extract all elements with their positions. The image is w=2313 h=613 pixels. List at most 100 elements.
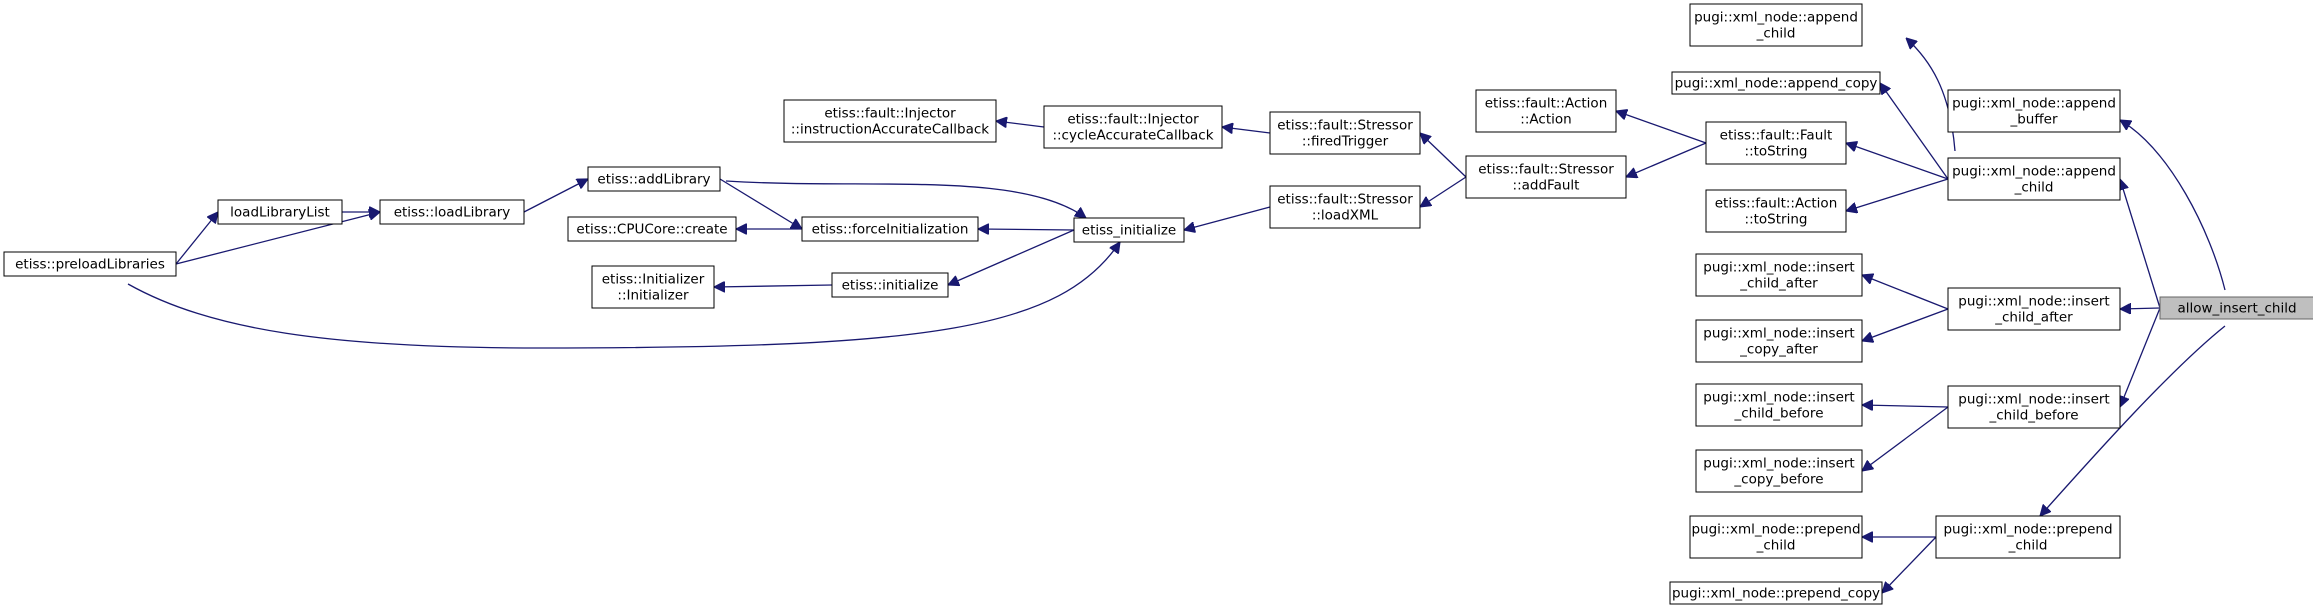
node-label-line: etiss_initialize <box>1082 223 1176 239</box>
edge-initializer-to-etiss-init <box>714 285 833 287</box>
node-prepend-child[interactable]: pugi::xml_node::prepend_child <box>1935 515 2121 559</box>
edge-addlibrary-to-loadlibrary <box>523 178 588 213</box>
node-append-buffer[interactable]: pugi::xml_node::append_buffer <box>1947 89 2121 133</box>
node-label-line: etiss::fault::Stressor <box>1277 192 1413 208</box>
node-box <box>1689 3 1863 47</box>
node-label-line: etiss::forceInitialization <box>812 222 969 238</box>
node-label-line: ::cycleAccurateCallback <box>1052 128 1213 144</box>
node-action-tostring[interactable]: etiss::fault::Action::toString <box>1705 189 1847 233</box>
node-label-line: pugi::xml_node::insert <box>1703 260 1854 276</box>
node-firedtrigger[interactable]: etiss::fault::Stressor::firedTrigger <box>1269 111 1421 155</box>
edge-etiss-initialize-to-loadxml <box>1184 206 1271 230</box>
node-label-line: _child_before <box>1989 408 2079 424</box>
node-label-line: pugi::xml_node::append <box>1952 164 2116 180</box>
node-label-line: loadLibraryList <box>230 205 330 221</box>
node-label-line: _child <box>2008 538 2048 554</box>
nodes-layer: allow_insert_child pugi::xml_node::append… <box>3 3 2313 605</box>
node-insert-copy-before[interactable]: pugi::xml_node::insert_copy_before <box>1695 449 1863 493</box>
node-instracc[interactable]: etiss::fault::Injector::instructionAccur… <box>783 99 997 143</box>
node-prepend-child-l[interactable]: pugi::xml_node::prepend_child <box>1689 515 1863 559</box>
node-etiss-initialize[interactable]: etiss_initialize <box>1073 217 1185 243</box>
node-box <box>1475 89 1617 133</box>
node-append-child-l[interactable]: pugi::xml_node::append_child <box>1689 3 1863 47</box>
edge-insert-child-after-l-to-insert-child-after <box>1862 275 1949 310</box>
node-label-line: etiss::loadLibrary <box>394 205 511 221</box>
node-allow-insert-child[interactable]: allow_insert_child <box>2159 296 2313 320</box>
node-label-line: pugi::xml_node::insert <box>1703 390 1854 406</box>
node-box <box>783 99 997 143</box>
edge-append-copy-to-append-child <box>1880 83 1949 180</box>
node-preloadlibraries[interactable]: etiss::preloadLibraries <box>3 251 177 277</box>
node-label-line: ::toString <box>1745 144 1808 160</box>
edge-insert-copy-before-to-insert-child-before <box>1862 406 1949 471</box>
node-forceinit[interactable]: etiss::forceInitialization <box>801 216 979 242</box>
node-prepend-copy[interactable]: pugi::xml_node::prepend_copy <box>1669 581 1883 605</box>
edge-insert-child-after-to-allow-insert-child <box>2120 308 2161 309</box>
node-box <box>1695 383 1863 427</box>
node-box <box>1269 185 1421 229</box>
node-box <box>1695 449 1863 493</box>
node-action-action[interactable]: etiss::fault::Action::Action <box>1475 89 1617 133</box>
edge-firedtrigger-to-addfault <box>1420 133 1467 178</box>
node-label-line: etiss::initialize <box>842 278 939 294</box>
node-insert-copy-after[interactable]: pugi::xml_node::insert_copy_after <box>1695 319 1863 363</box>
node-loadxml[interactable]: etiss::fault::Stressor::loadXML <box>1269 185 1421 229</box>
node-box <box>567 216 737 242</box>
node-label-line: _buffer <box>2009 112 2057 128</box>
node-label-line: _child <box>2014 180 2054 196</box>
edge-prepend-child-to-allow-insert-child <box>2040 325 2226 516</box>
node-label-line: ::Action <box>1520 112 1571 128</box>
node-label-line: allow_insert_child <box>2177 301 2296 317</box>
node-box <box>1689 515 1863 559</box>
node-label-line: ::addFault <box>1513 178 1580 194</box>
node-box <box>1695 319 1863 363</box>
node-append-copy[interactable]: pugi::xml_node::append_copy <box>1671 71 1881 95</box>
node-loadlibrary[interactable]: etiss::loadLibrary <box>379 199 525 225</box>
node-insert-child-after[interactable]: pugi::xml_node::insert_child_after <box>1947 287 2121 331</box>
node-label-line: pugi::xml_node::append <box>1952 96 2116 112</box>
node-box <box>379 199 525 225</box>
node-box <box>1935 515 2121 559</box>
edge-loadxml-to-addfault <box>1420 176 1467 207</box>
node-addfault[interactable]: etiss::fault::Stressor::addFault <box>1465 155 1627 199</box>
edge-cycleacc-to-firedtrigger <box>1222 127 1271 133</box>
node-loadlibrarylist[interactable]: loadLibraryList <box>217 199 343 225</box>
node-cycleacc[interactable]: etiss::fault::Injector::cycleAccurateCal… <box>1043 105 1223 149</box>
node-label-line: _child <box>1756 26 1796 42</box>
node-label-line: etiss::fault::Action <box>1715 196 1838 212</box>
node-box <box>1695 253 1863 297</box>
node-insert-child-before[interactable]: pugi::xml_node::insert_child_before <box>1947 385 2121 429</box>
edge-action-action-to-fault-tostring <box>1616 111 1707 144</box>
node-addlibrary[interactable]: etiss::addLibrary <box>587 166 721 192</box>
edge-insert-child-before-to-allow-insert-child <box>2120 307 2161 407</box>
node-cpucore-create[interactable]: etiss::CPUCore::create <box>567 216 737 242</box>
node-label-line: etiss::fault::Stressor <box>1277 118 1413 134</box>
node-label-line: etiss::fault::Injector <box>824 106 956 122</box>
node-fault-tostring[interactable]: etiss::fault::Fault::toString <box>1705 121 1847 165</box>
node-append-child[interactable]: pugi::xml_node::append_child <box>1947 157 2121 201</box>
node-insert-child-before-l[interactable]: pugi::xml_node::insert_child_before <box>1695 383 1863 427</box>
edge-prepend-copy-to-prepend-child <box>1882 536 1937 593</box>
node-label-line: pugi::xml_node::prepend <box>1943 522 2112 538</box>
node-label-line: _child_after <box>1739 276 1818 292</box>
node-label-line: etiss::addLibrary <box>597 172 710 188</box>
node-label-line: pugi::xml_node::insert <box>1703 456 1854 472</box>
node-box <box>3 251 177 277</box>
node-etiss-init[interactable]: etiss::initialize <box>831 272 949 298</box>
node-box <box>1073 217 1185 243</box>
edge-append-child-to-allow-insert-child <box>2120 179 2161 309</box>
node-label-line: ::firedTrigger <box>1302 134 1389 150</box>
node-label-line: _copy_before <box>1733 472 1823 488</box>
node-box <box>1269 111 1421 155</box>
node-initializer[interactable]: etiss::Initializer::Initializer <box>591 265 715 309</box>
edge-insert-child-before-l-to-insert-child-before <box>1862 405 1949 407</box>
edge-addfault-to-fault-tostring <box>1626 142 1707 177</box>
edge-action-tostring-to-append-child <box>1846 178 1949 211</box>
node-box <box>1947 287 2121 331</box>
node-label-line: _child_after <box>1994 310 2073 326</box>
node-label-line: ::instructionAccurateCallback <box>791 122 989 138</box>
node-insert-child-after-l[interactable]: pugi::xml_node::insert_child_after <box>1695 253 1863 297</box>
node-label-line: pugi::xml_node::prepend <box>1691 522 1860 538</box>
node-box <box>1705 121 1847 165</box>
